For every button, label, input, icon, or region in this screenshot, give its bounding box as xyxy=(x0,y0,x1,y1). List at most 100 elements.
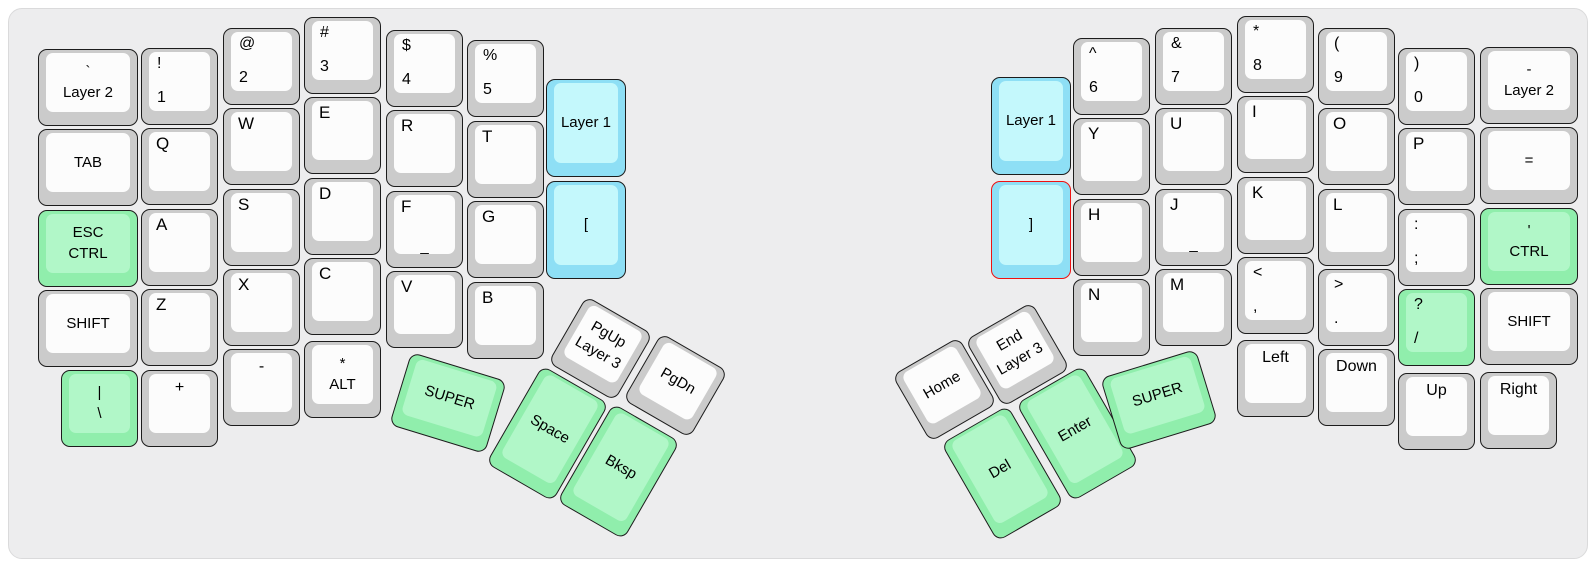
keycap-top: D xyxy=(312,182,373,241)
key-m[interactable]: M xyxy=(1155,269,1232,346)
key-label: N xyxy=(1088,285,1101,304)
key-u[interactable]: U xyxy=(1155,108,1232,185)
key-z[interactable]: Z xyxy=(141,289,218,366)
key-label: Layer 1 xyxy=(1005,112,1057,129)
key-legends: &7 xyxy=(1166,34,1221,89)
key-rparen-0[interactable]: )0 xyxy=(1398,48,1475,125)
key-right-arrow[interactable]: Right xyxy=(1480,372,1557,449)
key-legends: E xyxy=(315,103,370,158)
key-k[interactable]: K xyxy=(1237,177,1314,254)
keycap-top: |\ xyxy=(69,374,130,433)
key-legends: SUPER xyxy=(1112,358,1202,432)
key-tab[interactable]: TAB xyxy=(38,129,138,206)
key-label: Up xyxy=(1426,382,1447,399)
key-g[interactable]: G xyxy=(467,201,544,278)
key-legends: Home xyxy=(904,348,979,423)
key-plus[interactable]: + xyxy=(141,370,218,447)
key-label: H xyxy=(1088,205,1101,224)
keycap-top: ^6 xyxy=(1081,42,1142,101)
key-star-alt[interactable]: *ALT xyxy=(304,341,381,418)
key-label: SUPER xyxy=(422,382,477,414)
key-x[interactable]: X xyxy=(223,269,300,346)
key-caret-6[interactable]: ^6 xyxy=(1073,38,1150,115)
key-c[interactable]: C xyxy=(304,258,381,335)
key-dollar-4[interactable]: $4 xyxy=(386,30,463,107)
key-question-slash[interactable]: ?/ xyxy=(1398,289,1475,366)
key-i[interactable]: I xyxy=(1237,96,1314,173)
key-grave-layer2[interactable]: `Layer 2 xyxy=(38,49,138,126)
key-legends: :; xyxy=(1409,215,1464,270)
key-label: CTRL xyxy=(1509,243,1549,260)
key-p[interactable]: P xyxy=(1398,128,1475,205)
key-layer1-right[interactable]: Layer 1 xyxy=(991,77,1071,175)
key-d[interactable]: D xyxy=(304,178,381,255)
keycap-top: K xyxy=(1245,181,1306,240)
key-r[interactable]: R xyxy=(386,110,463,187)
key-down-arrow[interactable]: Down xyxy=(1318,349,1395,426)
key-t[interactable]: T xyxy=(467,121,544,198)
key-at-2[interactable]: @2 xyxy=(223,28,300,105)
key-colon-semicolon[interactable]: :; xyxy=(1398,209,1475,286)
key-left-bracket[interactable]: [ xyxy=(546,181,626,279)
key-pipe-backslash[interactable]: |\ xyxy=(61,370,138,447)
key-label: Down xyxy=(1336,358,1377,375)
key-h[interactable]: H xyxy=(1073,199,1150,276)
key-legends: SUPER xyxy=(404,361,494,435)
key-left-arrow[interactable]: Left xyxy=(1237,340,1314,417)
key-label: 7 xyxy=(1171,69,1180,86)
key-o[interactable]: O xyxy=(1318,108,1395,185)
keycap-top: V xyxy=(394,275,455,334)
keycap-top: C xyxy=(312,262,373,321)
key-j[interactable]: J_ xyxy=(1155,189,1232,266)
key-lt-comma[interactable]: <, xyxy=(1237,257,1314,334)
key-hash-3[interactable]: #3 xyxy=(304,17,381,94)
key-lparen-9[interactable]: (9 xyxy=(1318,28,1395,105)
key-shift-right[interactable]: SHIFT xyxy=(1480,288,1578,365)
key-label: E xyxy=(319,103,331,122)
key-b[interactable]: B xyxy=(467,282,544,359)
key-label: , xyxy=(1253,298,1258,315)
key-f[interactable]: F_ xyxy=(386,191,463,268)
key-right-bracket[interactable]: ] xyxy=(991,181,1071,279)
key-up-arrow[interactable]: Up xyxy=(1398,373,1475,450)
key-equals[interactable]: = xyxy=(1480,127,1578,204)
key-label: ] xyxy=(1028,216,1034,233)
key-layer1-left[interactable]: Layer 1 xyxy=(546,79,626,177)
key-n[interactable]: N xyxy=(1073,279,1150,356)
key-legends: M xyxy=(1166,275,1221,330)
key-s[interactable]: S xyxy=(223,189,300,266)
key-legends: Right xyxy=(1491,378,1546,433)
keycap-top: M xyxy=(1163,273,1224,332)
key-legends: !1 xyxy=(152,54,207,109)
key-percent-5[interactable]: %5 xyxy=(467,40,544,117)
key-label: G xyxy=(482,207,496,226)
key-gt-period[interactable]: >. xyxy=(1318,269,1395,346)
key-label: S xyxy=(238,195,250,214)
key-minus[interactable]: - xyxy=(223,349,300,426)
keycap-top: E xyxy=(312,101,373,160)
key-amp-7[interactable]: &7 xyxy=(1155,28,1232,105)
key-super-right[interactable]: SUPER xyxy=(1100,349,1218,451)
key-quote-ctrl[interactable]: 'CTRL xyxy=(1480,208,1578,285)
key-l[interactable]: L xyxy=(1318,189,1395,266)
key-label: 1 xyxy=(157,89,166,106)
key-legends: O xyxy=(1329,114,1384,169)
key-a[interactable]: A xyxy=(141,209,218,286)
key-y[interactable]: Y xyxy=(1073,118,1150,195)
key-v[interactable]: V xyxy=(386,271,463,348)
key-q[interactable]: Q xyxy=(141,128,218,205)
key-label: $ xyxy=(402,37,411,54)
key-super-left[interactable]: SUPER xyxy=(389,352,507,454)
key-w[interactable]: W xyxy=(223,108,300,185)
key-e[interactable]: E xyxy=(304,97,381,174)
key-label: [ xyxy=(583,216,589,233)
key-legends: *8 xyxy=(1248,22,1303,77)
key-label: Del xyxy=(985,455,1014,482)
key-shift-left[interactable]: SHIFT xyxy=(38,290,138,367)
key-label: D xyxy=(319,184,332,203)
key-asterisk-8[interactable]: *8 xyxy=(1237,16,1314,93)
key-minus-layer2[interactable]: -Layer 2 xyxy=(1480,47,1578,124)
key-exclam-1[interactable]: !1 xyxy=(141,48,218,125)
key-legends: C xyxy=(315,264,370,319)
